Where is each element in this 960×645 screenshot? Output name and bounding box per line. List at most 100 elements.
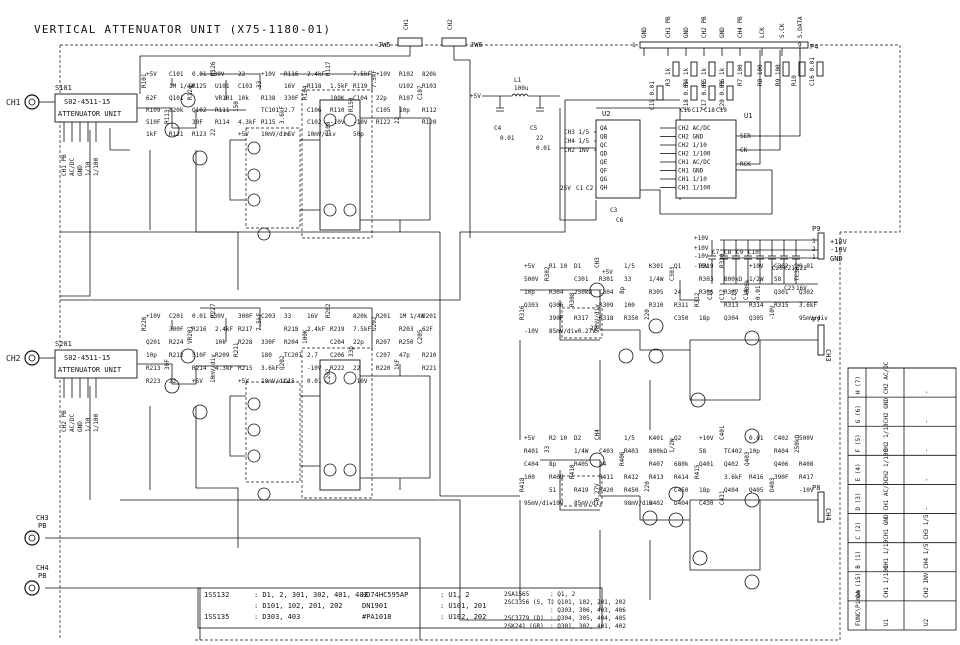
component-label: C301 <box>574 276 589 283</box>
svg-text:CH4: CH4 <box>824 508 832 521</box>
component-label: 8p <box>619 286 626 294</box>
svg-text:S02-4511-15: S02-4511-15 <box>64 354 110 362</box>
component-label: C430 <box>699 500 714 507</box>
component-label: 10p <box>524 289 535 296</box>
svg-text:P7: P7 <box>812 316 820 324</box>
component-label: Q401 <box>699 461 714 468</box>
component-label: R419 <box>574 487 589 494</box>
component-label: U102 <box>399 83 414 90</box>
component-label: C108 <box>325 121 332 136</box>
component-label: 3.6kF <box>261 365 279 372</box>
component-label: 18p <box>699 315 710 322</box>
component-label: -10V <box>330 119 345 126</box>
func-table-cell: CH1 1/100 <box>883 565 890 598</box>
power-component-label: C4 <box>494 125 502 132</box>
power-component-label: 0.01 <box>536 145 551 152</box>
u1-input-pin: CH2 1/10 <box>678 142 707 149</box>
component-label: 250kΩ <box>794 435 801 453</box>
component-label: C202 <box>325 368 332 383</box>
component-label: R210 <box>422 352 437 359</box>
p4-resistor-label: C17 0.01 <box>701 81 708 110</box>
p4-pin-label: CH4 PB <box>737 16 744 38</box>
component-label: 250kΩ <box>574 289 592 296</box>
component-label: R311 <box>674 302 689 309</box>
component-label: 85mV/div <box>574 500 603 507</box>
component-body <box>798 61 806 77</box>
u2-output-pin: QA <box>600 125 608 132</box>
u2-output-pin: QB <box>600 134 608 141</box>
p4-resistor-label: R6 1k <box>719 68 726 86</box>
svg-text:-10V: -10V <box>830 246 848 254</box>
power-component-label: +10V <box>694 245 709 252</box>
component-label: Q406 <box>774 461 789 468</box>
component-label: -10V <box>524 328 539 335</box>
component-label: 98mV/div <box>624 500 653 507</box>
component-label: C450 <box>674 487 689 494</box>
component-label: 24 <box>674 289 682 296</box>
component-label: R401 <box>524 448 539 455</box>
component-label: R320 <box>719 253 726 268</box>
component-label: 98mV/div <box>594 304 601 333</box>
component-label: R303 <box>699 276 714 283</box>
svg-text:1: 1 <box>632 42 636 49</box>
component-label: R1 10 <box>549 263 567 270</box>
component-label: R215 <box>238 365 253 372</box>
component-label: Q405 <box>749 487 764 494</box>
component-label: 22 <box>210 128 217 136</box>
component-label: 10p <box>749 448 760 455</box>
component-label: 58 <box>699 448 707 455</box>
component-label: R415 <box>694 464 701 479</box>
component-label: R212 <box>169 352 184 359</box>
component-body <box>690 85 698 101</box>
part-refs: : D303, 403 <box>254 613 300 621</box>
component-label: 3.6kF <box>799 302 817 309</box>
func-table-cell: CH2 AC/DC <box>883 361 890 394</box>
component-label: C103 <box>238 83 253 90</box>
u1-input-pin: CH1 1/100 <box>678 185 711 192</box>
part-number: 1SS135 <box>204 613 229 621</box>
svg-text:3: 3 <box>812 238 816 245</box>
component-label: R413 <box>649 474 664 481</box>
component-label: R107 <box>399 95 414 102</box>
power-component-label: 22 <box>590 325 598 332</box>
component-label: R313 <box>724 302 739 309</box>
svg-text:PB: PB <box>38 522 46 530</box>
connector-p7: P7 CH3 <box>812 316 832 362</box>
svg-text:CH2: CH2 <box>6 354 21 363</box>
component-label: 1/4W <box>574 448 589 455</box>
component-label: 7.5kF <box>371 70 378 88</box>
component-label: R309 <box>599 302 614 309</box>
component-label: R318 <box>599 315 614 322</box>
u2-output-pin: QH <box>600 185 608 192</box>
svg-text:P9: P9 <box>812 225 820 233</box>
component-label: Q304 <box>724 315 739 322</box>
component-label: C205 <box>417 329 424 344</box>
component-label: R118 <box>307 83 322 90</box>
u1-input-pin: CH2 1/100 <box>678 151 711 158</box>
component-label: D404 <box>674 500 689 507</box>
component-label: R138 <box>261 95 276 102</box>
component-label: 0.01 <box>307 378 322 385</box>
u2-output-pin: QD <box>600 151 608 158</box>
component-body <box>744 61 752 77</box>
svg-text:S02-4511-15: S02-4511-15 <box>64 98 110 106</box>
component-label: Q302 <box>799 289 814 296</box>
part-number: 2SA1565 <box>504 591 530 598</box>
component-label: C404 <box>524 461 539 468</box>
func-table-cell: CH2 1/100 <box>883 449 890 482</box>
component-label: R125 <box>192 83 207 90</box>
component-label: 510F <box>146 119 161 126</box>
ch2-input-connector: CH2 <box>6 350 40 366</box>
component-label: R202 <box>325 303 332 318</box>
component-label: C401 <box>719 425 726 440</box>
attenuator-control-label: GND <box>77 165 84 176</box>
component-label: Q303 <box>524 302 539 309</box>
component-label: +10V <box>146 313 161 320</box>
part-refs: : U102, 202 <box>440 613 486 621</box>
component-label: 22p <box>376 95 387 102</box>
part-refs: : Q304, 305, 404, 405 <box>550 615 626 622</box>
component-label: R404 <box>774 448 789 455</box>
